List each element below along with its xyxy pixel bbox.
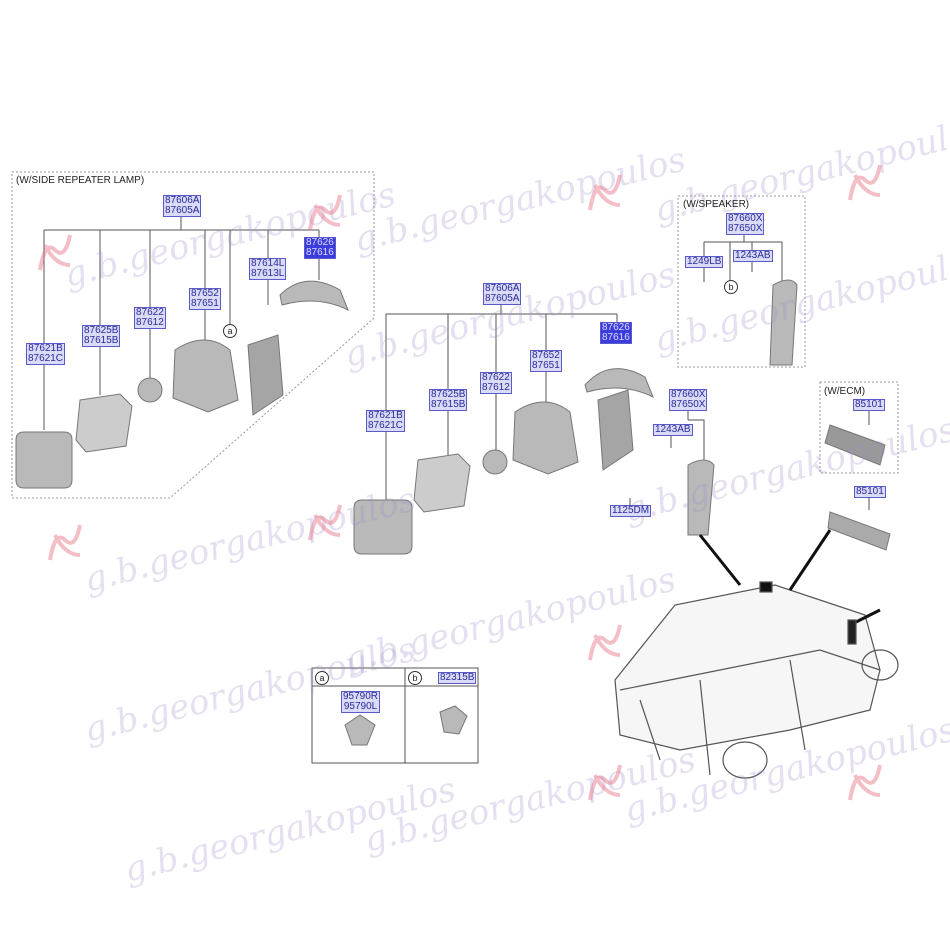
speaker-group-boundary	[677, 195, 806, 368]
speaker-group-title: (W/SPEAKER)	[683, 199, 750, 210]
inset-callout-b: b	[408, 671, 422, 685]
vehicle-illustration	[614, 529, 899, 779]
part-label-ecm-mirror[interactable]: 85101	[853, 399, 885, 411]
callout-b: b	[724, 280, 738, 294]
part-label-clip[interactable]: 82315B	[438, 672, 477, 684]
part-label-bolt[interactable]: 1125DM	[610, 505, 652, 517]
part-label-screw[interactable]: 1243AB	[733, 250, 773, 262]
part-label-inside-mirror[interactable]: 85101	[854, 486, 886, 498]
part-label-screw[interactable]: 1249LB	[685, 256, 724, 268]
left-group-title: (W/SIDE REPEATER LAMP)	[16, 175, 145, 186]
ecm-group-boundary	[819, 381, 899, 474]
part-illustrations	[15, 279, 891, 746]
inset-callout-a: a	[315, 671, 329, 685]
left-group-boundary	[11, 171, 375, 499]
ecm-group-title: (W/ECM)	[824, 386, 866, 397]
callout-a: a	[223, 324, 237, 338]
part-label-screw[interactable]: 1243AB	[653, 424, 693, 436]
